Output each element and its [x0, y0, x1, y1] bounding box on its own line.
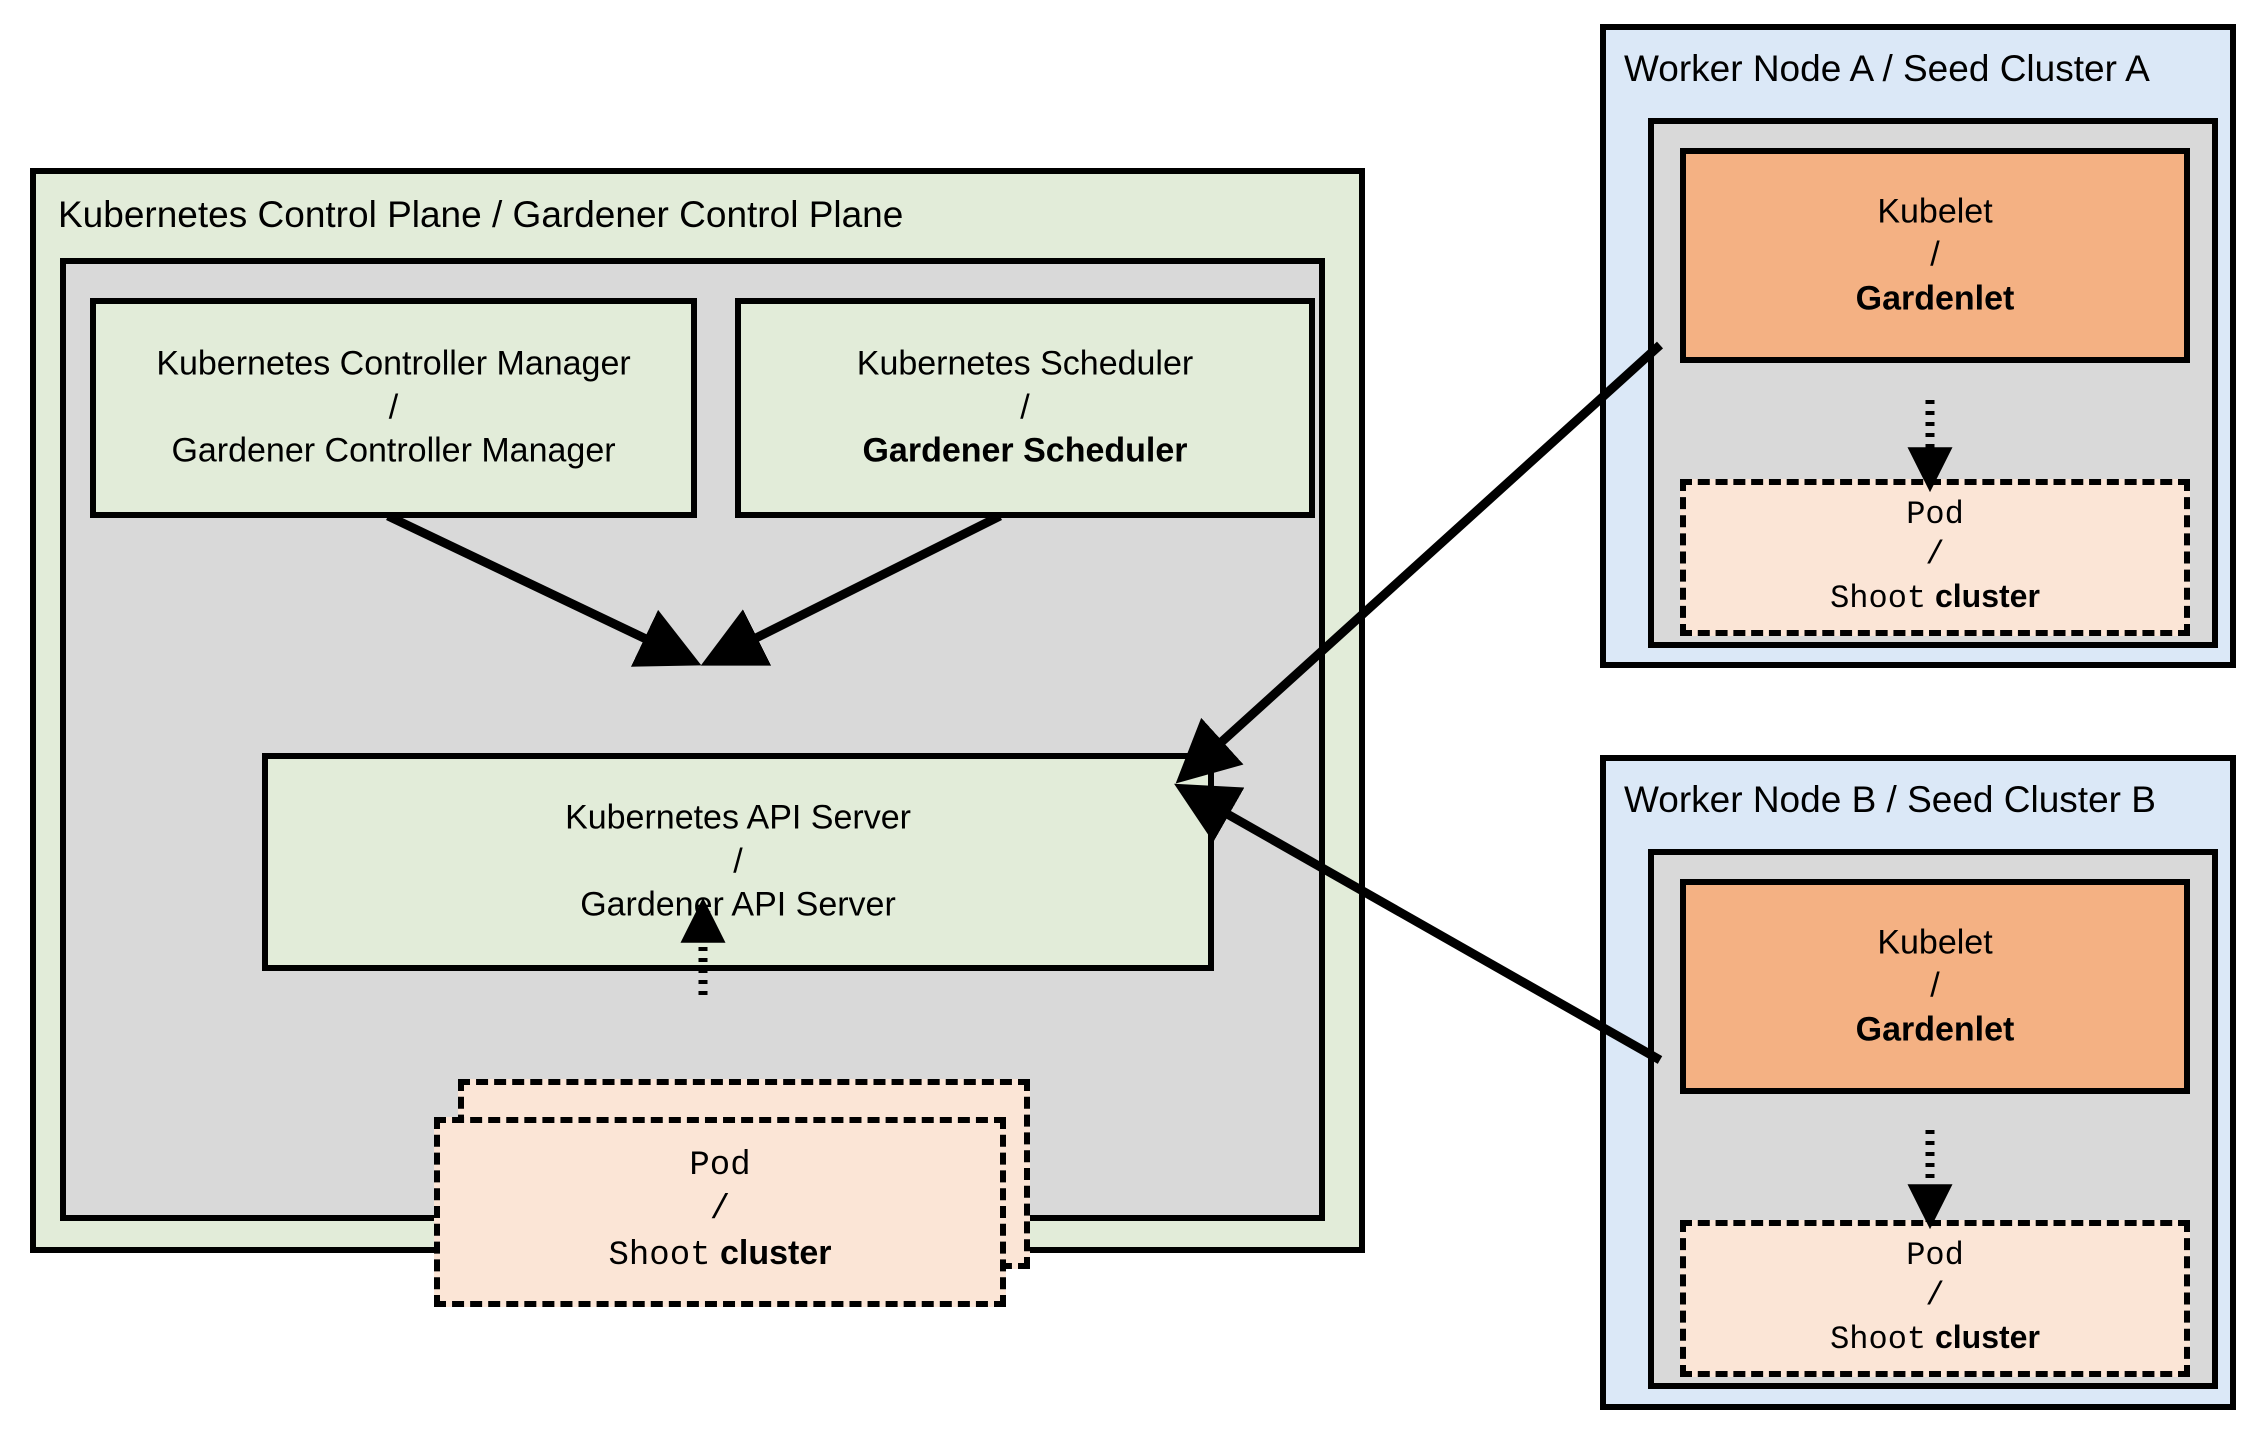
kubernetes-scheduler-box: Kubernetes Scheduler / Gardener Schedule… — [735, 298, 1315, 518]
api-server-separator: / — [733, 842, 743, 881]
api-server-line1: Kubernetes API Server — [565, 798, 911, 837]
worker-node-b-pod-shoot: Shoot — [1830, 1321, 1927, 1359]
scheduler-line1: Kubernetes Scheduler — [856, 344, 1194, 383]
controller-manager-text: Kubernetes Controller Manager / Gardener… — [96, 343, 691, 474]
worker-node-a-panel: Worker Node A / Seed Cluster A Kubelet /… — [1600, 24, 2236, 668]
worker-node-a-kubelet-box: Kubelet / Gardenlet — [1680, 148, 2190, 363]
api-server-line2: Gardener API Server — [580, 885, 896, 924]
control-plane-inner-area: Kubernetes Controller Manager / Gardener… — [60, 258, 1325, 1307]
worker-node-b-pod-separator: / — [1925, 1277, 1945, 1315]
control-plane-pod-box: Pod / Shoot cluster — [434, 1117, 1006, 1307]
control-plane-pod-line2: Shoot cluster — [440, 1232, 1000, 1279]
worker-node-a-pod-box: Pod / Shoot cluster — [1680, 479, 2190, 636]
control-plane-pod-cluster: cluster — [719, 1234, 832, 1273]
scheduler-text: Kubernetes Scheduler / Gardener Schedule… — [741, 343, 1309, 474]
controller-manager-line1: Kubernetes Controller Manager — [156, 344, 631, 383]
worker-node-a-kubelet-text: Kubelet / Gardenlet — [1686, 190, 2184, 321]
scheduler-line2: Gardener Scheduler — [862, 431, 1188, 470]
worker-node-b-kubelet-line1: Kubelet — [1877, 923, 1993, 962]
worker-node-b-kubelet-text: Kubelet / Gardenlet — [1686, 921, 2184, 1052]
worker-node-b-pod-box: Pod / Shoot cluster — [1680, 1220, 2190, 1377]
worker-node-a-pod-cluster: cluster — [1934, 578, 2040, 615]
worker-node-a-pod-shoot: Shoot — [1830, 580, 1927, 618]
controller-manager-separator: / — [388, 388, 399, 427]
worker-node-a-pod-line2: Shoot cluster — [1686, 576, 2184, 620]
worker-node-a-kubelet-separator: / — [1930, 235, 1940, 274]
worker-node-b-pod-line2: Shoot cluster — [1686, 1317, 2184, 1361]
scheduler-separator: / — [1020, 388, 1030, 427]
worker-node-b-kubelet-box: Kubelet / Gardenlet — [1680, 879, 2190, 1094]
control-plane-pod-separator: / — [709, 1190, 731, 1229]
worker-node-b-pod-line1: Pod — [1906, 1236, 1964, 1274]
worker-node-a-kubelet-line1: Kubelet — [1877, 192, 1993, 231]
worker-node-b-kubelet-line2: Gardenlet — [1855, 1010, 2015, 1049]
control-plane-panel: Kubernetes Control Plane / Gardener Cont… — [30, 168, 1365, 1307]
worker-node-b-panel: Worker Node B / Seed Cluster B Kubelet /… — [1600, 755, 2236, 1410]
worker-node-b-kubelet-separator: / — [1930, 966, 1940, 1005]
api-server-text: Kubernetes API Server / Gardener API Ser… — [268, 797, 1208, 928]
controller-manager-line2: Gardener Controller Manager — [171, 431, 616, 470]
worker-node-a-kubelet-line2: Gardenlet — [1855, 279, 2015, 318]
kubernetes-controller-manager-box: Kubernetes Controller Manager / Gardener… — [90, 298, 697, 518]
worker-node-b-pod-cluster: cluster — [1934, 1319, 2040, 1356]
control-plane-pod-text: Pod / Shoot cluster — [440, 1145, 1000, 1279]
worker-node-a-pod-separator: / — [1925, 536, 1945, 574]
kubernetes-api-server-box: Kubernetes API Server / Gardener API Ser… — [262, 753, 1214, 971]
worker-node-a-inner-area: Kubelet / Gardenlet Pod / Shoot cluster — [1648, 118, 2218, 648]
worker-node-b-title: Worker Node B / Seed Cluster B — [1624, 779, 2156, 820]
worker-node-b-inner-area: Kubelet / Gardenlet Pod / Shoot cluster — [1648, 849, 2218, 1389]
worker-node-b-pod-text: Pod / Shoot cluster — [1686, 1236, 2184, 1362]
worker-node-a-pod-line1: Pod — [1906, 495, 1964, 533]
worker-node-a-title: Worker Node A / Seed Cluster A — [1624, 48, 2150, 89]
worker-node-a-pod-text: Pod / Shoot cluster — [1686, 495, 2184, 621]
control-plane-title: Kubernetes Control Plane / Gardener Cont… — [58, 194, 904, 235]
control-plane-pod-shoot: Shoot — [608, 1237, 711, 1276]
control-plane-pod-line1: Pod — [689, 1147, 751, 1186]
